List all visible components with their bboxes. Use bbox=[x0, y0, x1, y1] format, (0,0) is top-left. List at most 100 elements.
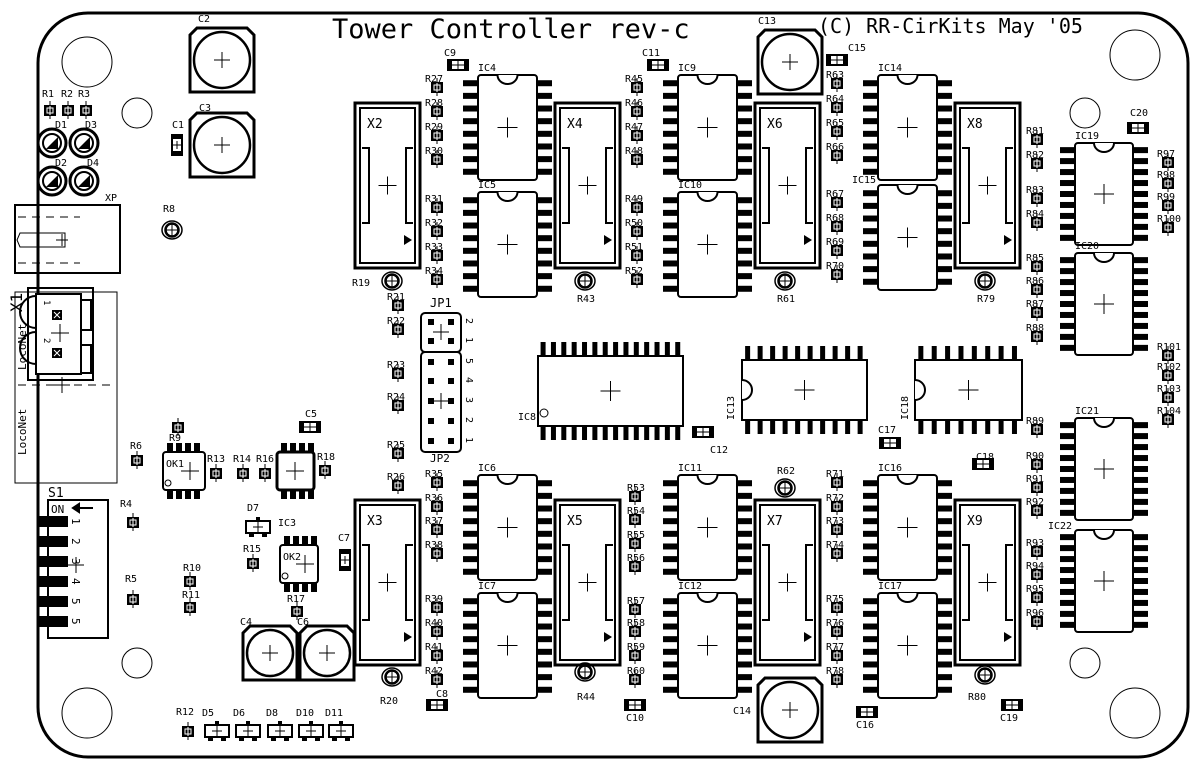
component-label: R34 bbox=[425, 266, 443, 277]
component-r63: R63 bbox=[826, 70, 844, 92]
component-label: R67 bbox=[826, 189, 844, 200]
component-label: X5 bbox=[567, 514, 583, 529]
component-label: X2 bbox=[367, 117, 383, 132]
component-r74: R74 bbox=[826, 540, 844, 562]
ic-pin bbox=[857, 420, 863, 434]
component-r24: R24 bbox=[387, 392, 405, 414]
ic-pin bbox=[863, 661, 878, 668]
ic-pin bbox=[937, 505, 952, 512]
ic-pin bbox=[937, 202, 952, 209]
component-label: R37 bbox=[425, 516, 443, 527]
ic-pin bbox=[937, 215, 952, 222]
ic-pin bbox=[537, 648, 552, 655]
component-c9: C9 bbox=[444, 48, 469, 71]
component-r100: R100 bbox=[1157, 214, 1181, 236]
ic-pin bbox=[737, 156, 752, 163]
ic-pin bbox=[937, 556, 952, 563]
ic-pin bbox=[299, 490, 305, 499]
component-label: D7 bbox=[247, 503, 259, 514]
center-mark bbox=[831, 54, 843, 66]
component-label: R61 bbox=[777, 294, 795, 305]
center-mark bbox=[296, 555, 314, 573]
ic-pin bbox=[602, 342, 608, 356]
component-label: IC9 bbox=[678, 63, 696, 74]
ic-pin bbox=[945, 346, 951, 360]
ic-pin bbox=[845, 346, 851, 360]
diode-pin bbox=[262, 533, 267, 537]
ic-pin bbox=[1133, 180, 1148, 187]
ic-pin bbox=[863, 92, 878, 99]
pin1-triangle-icon bbox=[404, 632, 412, 642]
header-pin bbox=[428, 398, 434, 404]
ic-pin bbox=[463, 222, 478, 229]
component-c11: C11 bbox=[642, 48, 669, 71]
component-d5: D5 bbox=[202, 708, 230, 741]
mounting-hole bbox=[1109, 29, 1161, 81]
ic-pin bbox=[1060, 433, 1075, 440]
ic-pin bbox=[537, 518, 552, 525]
component-label: X7 bbox=[767, 514, 783, 529]
component-r22: R22 bbox=[387, 316, 405, 338]
component-r8: R8 bbox=[161, 204, 183, 240]
ic-pin bbox=[937, 168, 952, 175]
ic-pin bbox=[654, 426, 660, 440]
ic-pin bbox=[463, 648, 478, 655]
component-r21: R21 bbox=[387, 292, 405, 314]
jumper-pin-label: 4 bbox=[463, 377, 474, 383]
ic-pin bbox=[937, 253, 952, 260]
ic-pin bbox=[463, 480, 478, 487]
component-label: R77 bbox=[826, 642, 844, 653]
component-ic9: IC9 bbox=[663, 63, 752, 181]
socket-inner bbox=[559, 504, 616, 661]
ic-pin bbox=[537, 143, 552, 150]
ic-pin bbox=[463, 235, 478, 242]
ic-pin bbox=[633, 426, 639, 440]
ic-pin bbox=[971, 346, 977, 360]
ic-pin bbox=[613, 342, 619, 356]
component-r26: R26 bbox=[387, 472, 405, 494]
capacitor-outline bbox=[756, 676, 824, 744]
ic-pin bbox=[931, 420, 937, 434]
component-label: R49 bbox=[625, 194, 643, 205]
component-label: C5 bbox=[305, 409, 317, 420]
ic-pin bbox=[795, 420, 801, 434]
pin1-dot-icon bbox=[539, 408, 549, 418]
ic-pin bbox=[971, 420, 977, 434]
component-label: C7 bbox=[338, 533, 350, 544]
ic-pin bbox=[1060, 290, 1075, 297]
ic-pin bbox=[770, 420, 776, 434]
component-d7: D7 bbox=[245, 503, 271, 537]
arrow-left-icon bbox=[71, 502, 93, 514]
component-r37: R37 bbox=[425, 516, 443, 538]
component-r14: R14 bbox=[233, 454, 251, 482]
connector-key bbox=[16, 232, 66, 248]
header-pin bbox=[448, 418, 454, 424]
ic-pin bbox=[537, 156, 552, 163]
component-r86: R86 bbox=[1026, 276, 1044, 298]
ic-pin bbox=[937, 492, 952, 499]
ic-pin bbox=[463, 505, 478, 512]
component-label: C3 bbox=[199, 103, 211, 114]
component-label: C10 bbox=[626, 713, 644, 724]
ic-pin bbox=[463, 247, 478, 254]
component-r93: R93 bbox=[1026, 538, 1044, 560]
center-mark bbox=[51, 324, 69, 342]
component-r84: R84 bbox=[1026, 209, 1044, 231]
socket-inner bbox=[759, 107, 816, 264]
center-mark bbox=[697, 426, 709, 438]
pin1-triangle-icon bbox=[1004, 632, 1012, 642]
capacitor-outline bbox=[298, 624, 356, 682]
component-r61: R61 bbox=[774, 271, 796, 305]
ic-pin bbox=[863, 80, 878, 87]
ic-pin bbox=[1060, 567, 1075, 574]
center-mark bbox=[652, 59, 664, 71]
component-d2: D2 bbox=[36, 158, 68, 197]
component-label: R51 bbox=[625, 242, 643, 253]
component-ic6: IC6 bbox=[463, 463, 552, 581]
ic-pin bbox=[1133, 322, 1148, 329]
led-lens bbox=[42, 171, 62, 191]
ic-pin bbox=[463, 92, 478, 99]
component-r45: R45 bbox=[625, 74, 643, 96]
ic-pin bbox=[663, 168, 678, 175]
ic-pin bbox=[463, 636, 478, 643]
